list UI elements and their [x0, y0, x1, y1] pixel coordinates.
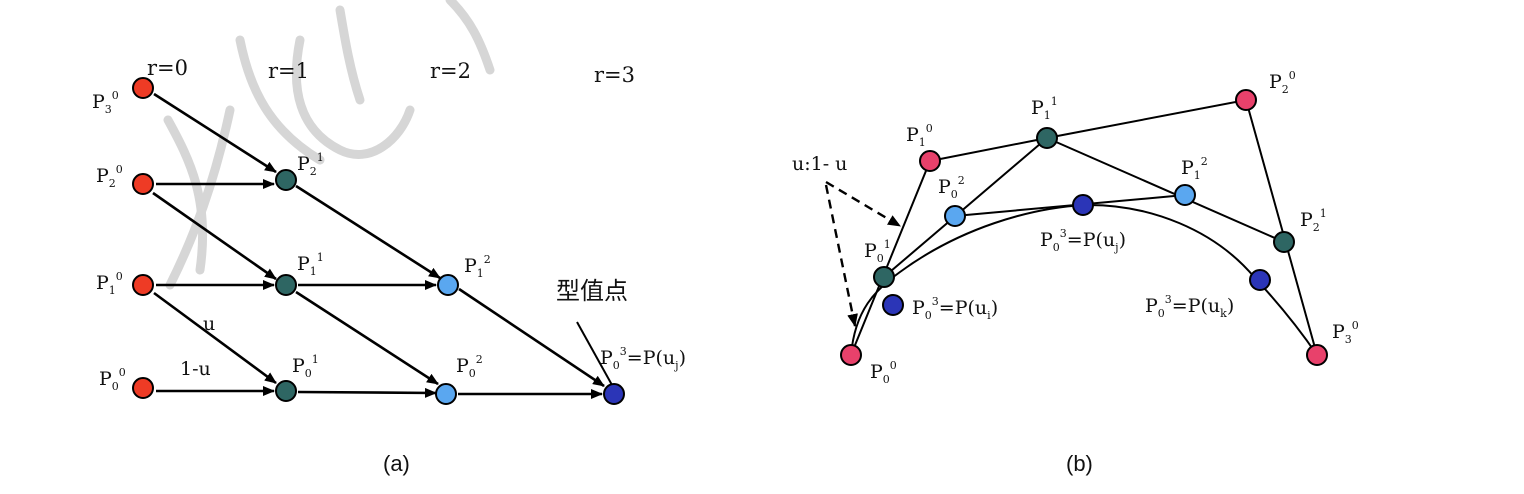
- dashed-arrow-right: [825, 180, 901, 228]
- label-p21: P21: [297, 151, 324, 178]
- label-b-pui: P03=P(ui): [912, 295, 998, 322]
- node-p20: [132, 173, 154, 195]
- diagram-b: u:1- u P00 P10 P20 P30 P01 P11 P21 P02 P…: [792, 69, 1359, 476]
- label-b-p20: P20: [1269, 69, 1296, 96]
- node-b-p01: [873, 266, 895, 288]
- header-r2: r=2: [430, 59, 471, 83]
- edge-p12-p03: [458, 287, 605, 388]
- caption-b: (b): [1066, 451, 1093, 476]
- dashed-arrow-down: [824, 184, 858, 328]
- header-r3: r=3: [594, 63, 635, 87]
- node-b-p02: [944, 205, 966, 227]
- node-p30: [132, 77, 154, 99]
- node-p21: [275, 169, 297, 191]
- label-p02: P02: [456, 353, 483, 380]
- label-b-p01: P01: [864, 238, 891, 265]
- node-b-p11: [1036, 127, 1058, 149]
- node-p00: [132, 377, 154, 399]
- node-p12: [437, 274, 459, 296]
- node-p02: [435, 383, 457, 405]
- label-b-p02: P02: [938, 174, 965, 201]
- bezier-curve: [850, 203, 1318, 356]
- edge-label-1-u: 1-u: [180, 358, 211, 380]
- label-p03: P03=P(uj): [600, 345, 686, 372]
- edge-p21-p12: [295, 184, 441, 280]
- label-p12: P12: [464, 253, 491, 280]
- node-p10: [132, 274, 154, 296]
- label-b-puj: P03=P(uj): [1040, 227, 1126, 254]
- watermark: [163, 0, 495, 290]
- edge-p11-p02: [295, 290, 439, 386]
- edge-label-u: u: [203, 313, 215, 335]
- node-b-p10: [919, 150, 941, 172]
- a-nodes: [132, 77, 625, 405]
- edge-p10-p01: [153, 291, 277, 385]
- label-p30: P30: [92, 89, 119, 116]
- node-b-p00: [840, 344, 862, 366]
- label-p00: P00: [99, 366, 126, 393]
- label-p20: P20: [96, 163, 123, 190]
- label-b-p30: P30: [1332, 319, 1359, 346]
- label-b-p12: P12: [1181, 155, 1208, 182]
- label-b-p10: P10: [906, 122, 933, 149]
- b-nodes: [840, 89, 1328, 366]
- header-r0: r=0: [147, 56, 188, 80]
- node-p03: [603, 383, 625, 405]
- node-b-p30: [1306, 344, 1328, 366]
- label-b-puk: P03=P(uk): [1145, 293, 1234, 320]
- diagram-a: r=0 r=1 r=2 r=3: [92, 56, 686, 476]
- node-b-puk: [1249, 269, 1271, 291]
- node-b-p21: [1273, 231, 1295, 253]
- node-b-puj: [1072, 194, 1094, 216]
- annotation-type-point: 型值点: [556, 278, 628, 305]
- label-b-p11: P11: [1031, 95, 1058, 122]
- label-b-p00: P00: [870, 359, 897, 386]
- label-p11: P11: [297, 251, 324, 278]
- label-p10: P10: [96, 270, 123, 297]
- edge-p30-p21: [153, 92, 277, 174]
- node-b-p20: [1235, 89, 1257, 111]
- node-b-pui: [882, 294, 904, 316]
- label-p01: P01: [292, 353, 319, 380]
- edge-p01-p02: [297, 387, 437, 398]
- node-p11: [275, 274, 297, 296]
- node-b-p12: [1174, 184, 1196, 206]
- label-b-p21: P21: [1300, 207, 1327, 234]
- header-r1: r=1: [268, 59, 309, 83]
- a-edges: [152, 92, 613, 399]
- ratio-label: u:1- u: [792, 153, 847, 175]
- annotation-leader: [576, 321, 613, 386]
- caption-a: (a): [383, 451, 410, 476]
- b-edges: [824, 98, 1318, 356]
- edge-p20-p11: [152, 191, 277, 281]
- node-p01: [275, 380, 297, 402]
